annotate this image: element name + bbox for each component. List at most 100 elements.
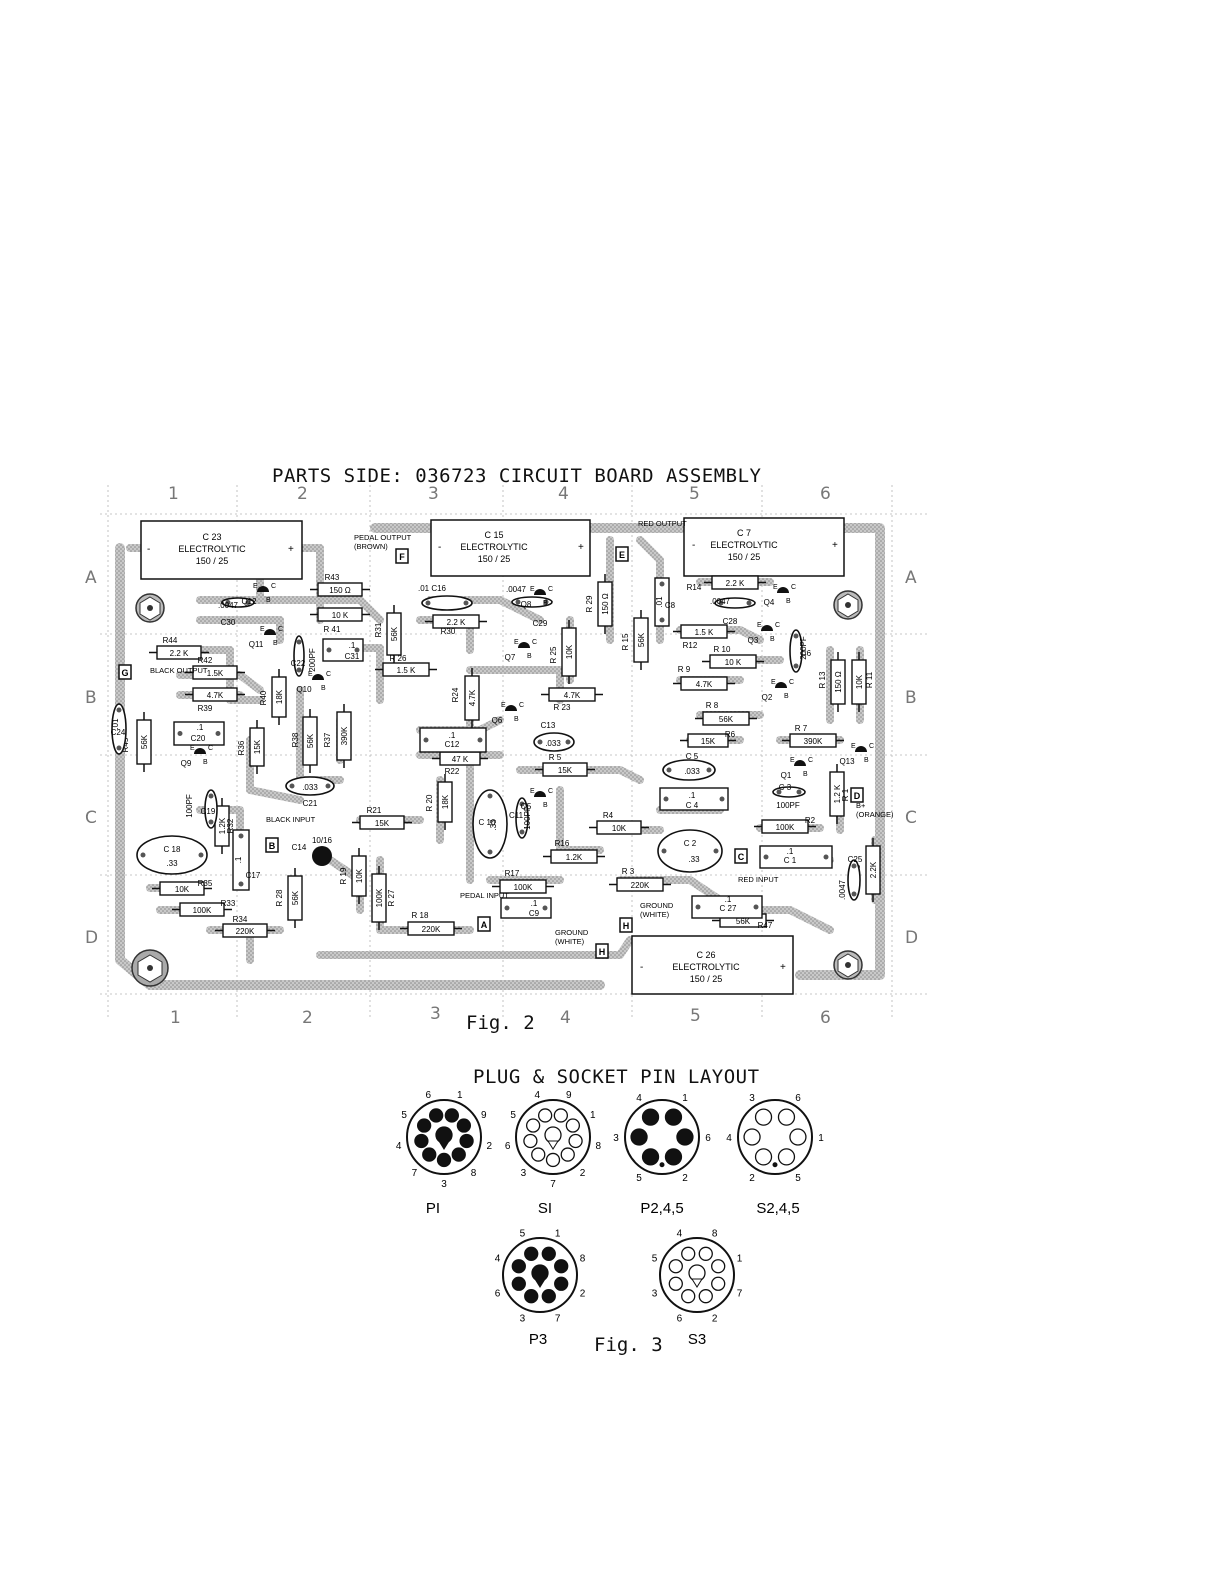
capacitor-c13: C13.033: [533, 721, 575, 752]
c15-plus: +: [578, 542, 584, 553]
connector-name: S2,4,5: [756, 1200, 799, 1217]
resistor-value: 2.2 K: [447, 618, 466, 627]
connector-name: S3: [688, 1331, 706, 1348]
resistor-value: 1.2K: [218, 817, 227, 834]
row-label-b-right: B: [905, 688, 917, 708]
transistor-label: Q11: [249, 640, 264, 649]
capacitor-value: 100PF: [185, 794, 194, 818]
column-label-1-bottom: 1: [170, 1008, 181, 1028]
svg-text:C: C: [775, 622, 780, 629]
pin-number: 2: [580, 1289, 586, 1300]
resistor-ref: R6: [725, 730, 736, 739]
capacitor-c2: C 2.33: [657, 829, 723, 873]
resistor-value: 100K: [776, 823, 795, 832]
resistor-value: 10K: [175, 885, 190, 894]
terminal-label: PEDAL INPUT: [460, 891, 509, 900]
capacitor-c12: C12.1: [419, 727, 487, 753]
column-label-4-top: 4: [558, 484, 569, 504]
resistor-value: 15K: [558, 766, 573, 775]
capacitor-ref: C21: [303, 799, 318, 808]
capacitor-value: .1: [531, 899, 538, 908]
capacitor-value: 200PF: [799, 636, 808, 660]
capacitor-c20: C20.1: [173, 721, 225, 746]
c26-minus: -: [640, 962, 643, 973]
c15-value: 150 / 25: [478, 554, 511, 564]
resistor-ref: R 10: [714, 645, 731, 654]
svg-text:B: B: [784, 693, 789, 700]
resistor-value: 56K: [736, 917, 751, 926]
resistor-ref: R14: [687, 583, 702, 592]
capacitor-value: .033: [684, 767, 700, 776]
capacitor-c25: C25.0047: [838, 855, 863, 901]
capacitor-value: .1: [725, 895, 732, 904]
c23-name: C 23: [202, 532, 221, 542]
capacitor-ref: C 5: [686, 752, 699, 761]
svg-text:E: E: [530, 788, 535, 795]
resistor-ref: R 7: [795, 724, 808, 733]
svg-text:E: E: [253, 583, 258, 590]
svg-text:B: B: [770, 636, 775, 643]
capacitor-ref: C31: [345, 652, 360, 661]
svg-text:E: E: [851, 743, 856, 750]
terminal-letter: C: [738, 852, 745, 862]
resistor-ref: R39: [198, 704, 213, 713]
terminal-letter: A: [481, 920, 488, 930]
capacitor-ref: C17: [246, 871, 261, 880]
capacitor-value: .01: [655, 596, 664, 608]
figure-3-caption: Fig. 3: [594, 1334, 663, 1356]
resistor-value: 390K: [340, 726, 349, 745]
pin-number: 5: [510, 1110, 516, 1121]
column-label-6-bottom: 6: [820, 1008, 831, 1028]
resistor-value: 2.2K: [869, 861, 878, 878]
pin-number: 4: [726, 1133, 732, 1144]
c15-name: C 15: [484, 530, 503, 540]
svg-text:C: C: [869, 743, 874, 750]
resistor-value: 150 Ω: [834, 671, 843, 693]
pin-number: 7: [550, 1179, 556, 1190]
resistor-ref: R30: [441, 627, 456, 636]
pin-number: 3: [521, 1168, 527, 1179]
pin-number: 7: [737, 1289, 743, 1300]
terminal-label: RED OUTPUT: [638, 519, 687, 528]
pin-number: 4: [396, 1141, 402, 1152]
connector-name: SI: [538, 1200, 552, 1217]
capacitor-ref: C6: [801, 649, 812, 658]
resistor-value: 47 K: [452, 755, 469, 764]
capacitor-value: .033: [545, 739, 561, 748]
terminal-label: BLACK OUTPUT: [150, 666, 208, 675]
pin-number: 8: [596, 1141, 602, 1152]
svg-text:C: C: [271, 583, 276, 590]
svg-text:E: E: [501, 702, 506, 709]
connector-name: P3: [529, 1331, 547, 1348]
capacitor-c5: C 5 .033: [662, 752, 716, 781]
pin-number: 4: [495, 1253, 501, 1264]
capacitor-value: .1: [449, 731, 456, 740]
resistor-ref: R 25: [549, 646, 558, 663]
resistor-value: 10 K: [725, 658, 742, 667]
capacitor-ref: C12: [445, 740, 460, 749]
transistor-label: Q3: [748, 636, 759, 645]
resistor-ref: R 1: [841, 788, 850, 801]
pin-number: 5: [795, 1173, 801, 1184]
resistor-ref: R 18: [412, 911, 429, 920]
pin-number: 1: [737, 1253, 743, 1264]
resistor-ref: R34: [233, 915, 248, 924]
terminal-label: GROUND(WHITE): [640, 901, 674, 919]
resistor-value: 10 K: [332, 611, 349, 620]
capacitor-ref: .01 C16: [418, 584, 447, 593]
resistor-r13: 150 ΩR 13: [818, 652, 846, 712]
transistor-label: Q12: [241, 597, 257, 606]
column-label-5-top: 5: [689, 484, 700, 504]
terminal-letter: D: [854, 791, 861, 801]
resistor-value: 56K: [140, 734, 149, 749]
c23-plus: +: [288, 544, 294, 555]
